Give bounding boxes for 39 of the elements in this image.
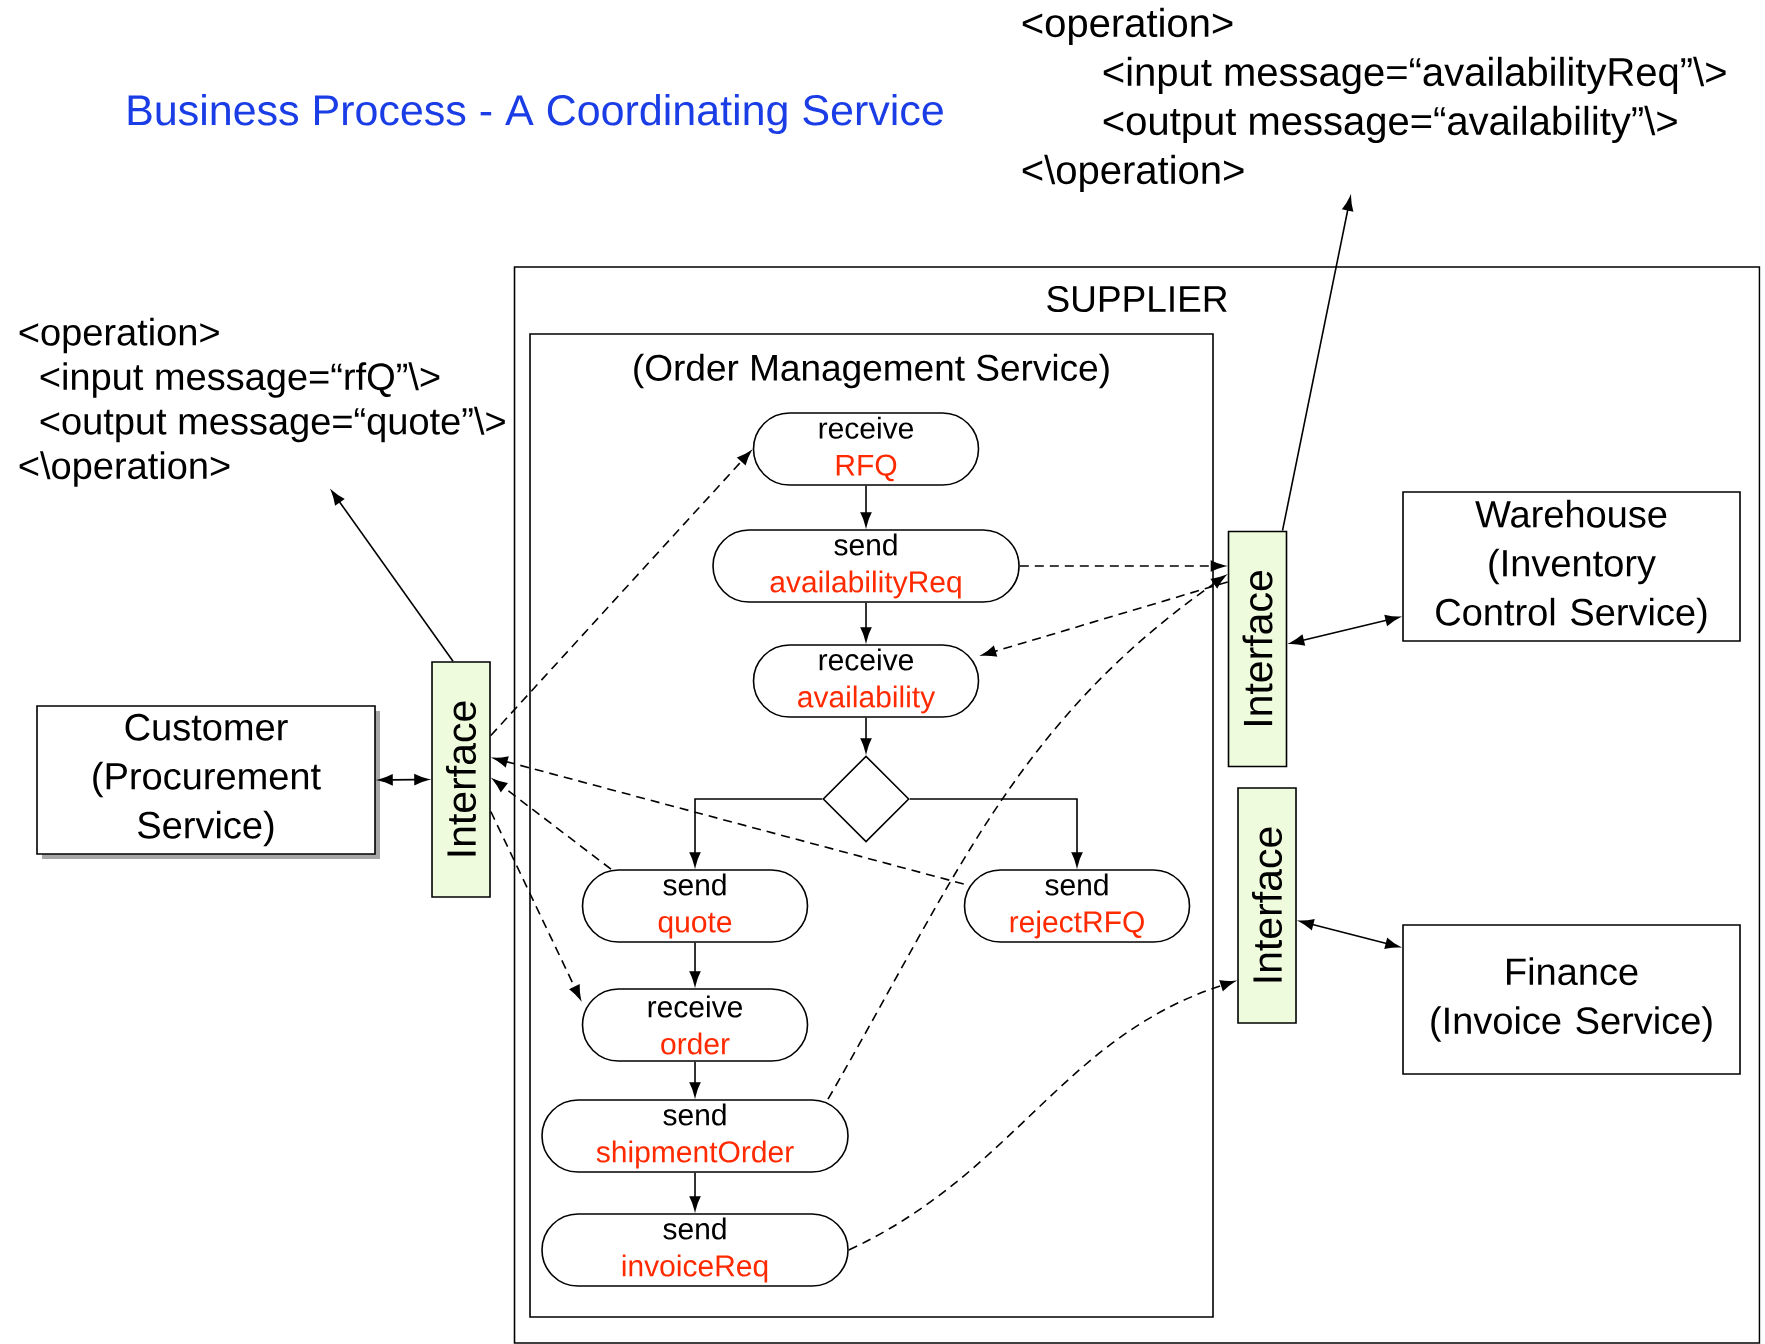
leader-line	[1281, 196, 1354, 532]
arrow	[848, 980, 1235, 1251]
arrow	[827, 575, 1226, 1100]
arrow	[860, 717, 872, 753]
interface-box: Interface	[431, 661, 491, 898]
arrow	[493, 756, 965, 885]
title: Business Process - A Coordinating Service	[128, 93, 943, 135]
arrow	[860, 485, 872, 527]
code-snippet: <operation> <input message=“rfQ”\> <output message=“quote”\> <\operation>	[19, 317, 505, 487]
activity-pill: send invoiceReq	[541, 1213, 849, 1287]
activity-pill: send availabilityReq	[712, 529, 1020, 603]
arrow	[860, 602, 872, 642]
arrow	[490, 810, 581, 1000]
arrow	[1299, 919, 1400, 949]
arrow	[689, 1061, 701, 1097]
service-box: Warehouse (Inventory Control Service)	[1402, 491, 1741, 642]
interface-box: Interface	[1227, 530, 1288, 768]
arrow	[689, 942, 701, 986]
activity-pill: receive order	[581, 988, 809, 1062]
arrow	[689, 798, 823, 867]
activity-pill: send shipmentOrder	[541, 1099, 849, 1173]
activity-pill: send quote	[581, 869, 809, 943]
code-snippet: <operation> <input message=“availabilityReq”\> <output message=“availability”\> <\operation>	[1022, 7, 1726, 193]
arrow	[378, 774, 429, 786]
arrow	[909, 798, 1083, 867]
leader-line	[331, 490, 454, 662]
arrow	[689, 1172, 701, 1211]
arrow	[1019, 560, 1225, 572]
service-box: Customer (Procurement Service)	[36, 705, 380, 859]
activity-pill: receive availability	[752, 644, 980, 718]
activity-pill: send rejectRFQ	[963, 869, 1191, 943]
activity-pill: receive RFQ	[752, 412, 980, 486]
arrow	[490, 450, 752, 737]
service-box: Finance (Invoice Service)	[1402, 924, 1741, 1075]
interface-box: Interface	[1237, 787, 1297, 1024]
arrow	[981, 581, 1229, 657]
arrow	[1289, 614, 1400, 646]
arrow	[492, 778, 612, 870]
decision-diamond	[822, 755, 910, 843]
